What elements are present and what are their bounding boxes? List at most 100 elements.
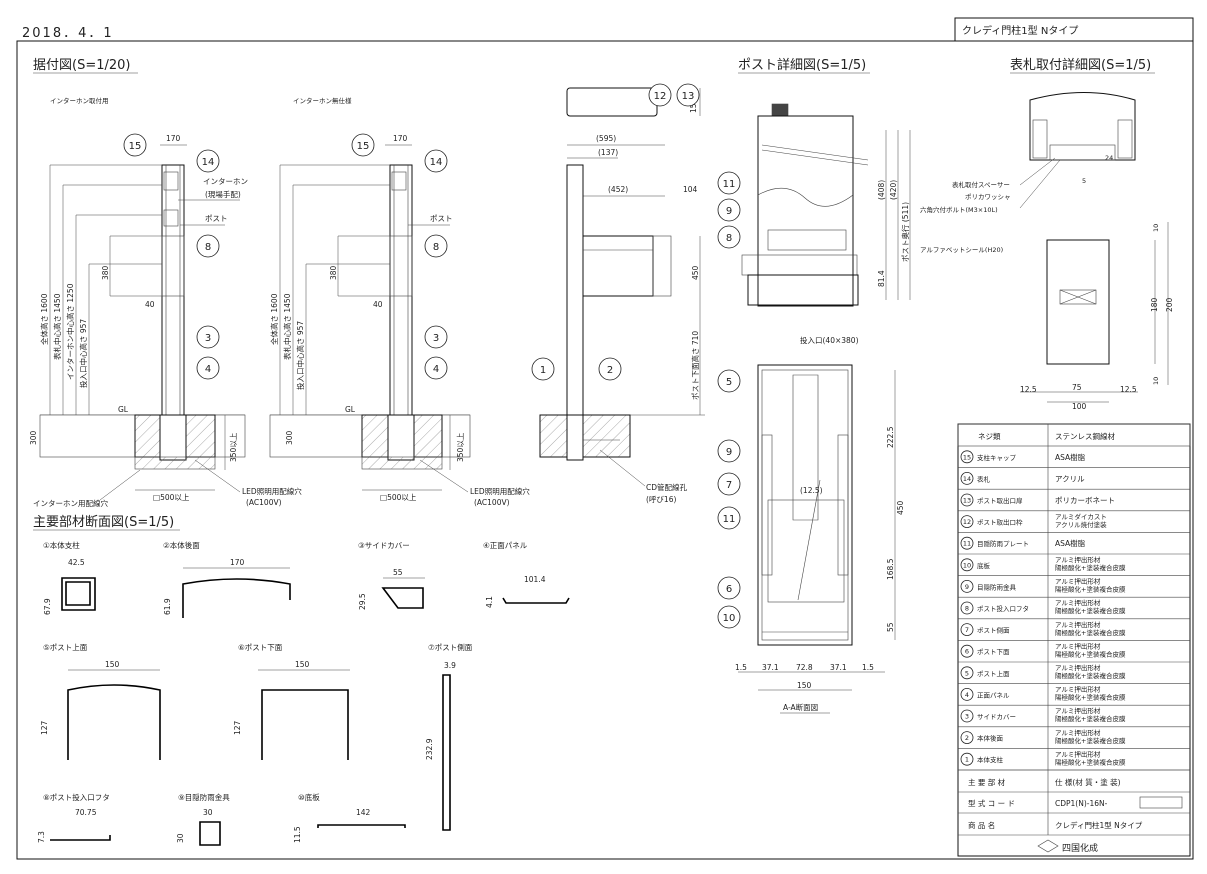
spec-row-part: 支柱キャップ [977,453,1017,462]
spec-row-spec: ASA樹脂 [1055,538,1086,548]
dim-1-5-b: 1.5 [862,663,874,672]
footer-model-code: 型 式 コ ー ド [968,798,1015,808]
post-detail-view: ポスト詳細図(S=1/5) (408) (420) ポスト奥行 (511) 81… [735,57,911,714]
spec-row-spec: アルミ押出形材 [1055,641,1101,650]
spec-row-part: 正面パネル [977,691,1010,699]
part8-h: 7.3 [37,831,46,843]
label-bolt: 六角穴付ボルト(M3×10L) [920,205,998,214]
spec-row-spec: 陽極酸化+塗装複合皮膜 [1055,628,1126,637]
part3-w: 55 [393,568,403,577]
product-title: クレディ門柱1型 Nタイプ [962,24,1078,37]
dim-150-side: 150 [689,98,698,113]
dim-10-bottom: 10 [1152,377,1160,385]
callout-circle [717,171,741,195]
spec-row-number: 11 [963,540,971,548]
spec-row-part: ポスト取出口扉 [977,496,1023,505]
dim-1450-mid: 表札中心高さ 1450 [282,293,292,360]
part8-label: ⑧ポスト投入口フタ [43,792,110,802]
dim-168-5: 168.5 [886,558,895,580]
dim-450-side: 450 [691,265,700,280]
spec-row-number: 5 [965,669,969,677]
spec-row-spec: ASA樹脂 [1055,452,1086,462]
label-intercom: インターホン [203,177,248,186]
callout-circle [351,133,375,157]
callout-number: 3 [433,333,439,344]
dim-200: 200 [1165,297,1174,312]
spec-row-spec: アルミ押出形材 [1055,598,1101,607]
part6-w: 150 [295,660,310,669]
spec-row-number-circle [960,471,974,485]
dim-104: 104 [683,185,698,194]
spec-row-number-circle [960,644,974,658]
dim-40-mid: 40 [373,300,383,309]
callout-number: 8 [205,242,211,253]
dim-137: (137) [598,148,618,157]
spec-header-part: ネジ類 [978,431,1001,441]
spec-row-number: 6 [965,648,969,656]
dim-350-left: 350以上 [229,432,238,462]
callout-circle [598,357,622,381]
dim-170-mid: 170 [393,134,408,143]
callout-number: 9 [726,447,732,458]
side-view-drawing: 150 (595) (137) (452) 104 450 ポスト下面高さ 71… [539,87,705,504]
gl-left: GL [118,405,129,414]
spec-row-part: ポスト上面 [977,669,1010,678]
callout-number: 6 [726,584,732,595]
dim-1250-left: インターホン中心高さ 1250 [65,283,75,380]
footer-maker: 四国化成 [1062,842,1098,854]
part6-label: ⑥ポスト下面 [238,643,283,652]
dim-12-5-post: (12.5) [800,486,823,495]
dim-150-post: 150 [797,681,812,690]
spec-row-spec: アルミ押出形材 [1055,706,1101,715]
spec-row-number-circle [960,688,974,701]
part3-label: ③サイドカバー [358,541,410,550]
callout-number: 3 [205,333,211,344]
callout-circle [196,356,220,380]
dim-72-8: 72.8 [796,663,813,672]
dim-300-mid: 300 [285,430,294,445]
dim-24: 24 [1105,154,1113,162]
spec-row-number: 2 [965,734,969,742]
callout-number: 8 [433,242,439,253]
spec-row-spec: アルミ押出形材 [1055,577,1101,586]
spec-header-spec: ステンレス鋼線材 [1055,431,1115,441]
callout-circle [676,83,700,107]
spec-row-part: ポスト下面 [977,648,1010,656]
dim-500-left: □500以上 [153,493,190,502]
callout-number: 7 [726,480,732,491]
footer-product-name-val: クレディ門柱1型 Nタイプ [1055,820,1143,830]
spec-row-number: 14 [963,475,971,483]
part10-h: 11.5 [293,826,302,843]
callout-circle [717,225,741,249]
dim-10-top: 10 [1152,224,1160,232]
spec-row-number: 8 [965,605,969,613]
spec-row-number-circle [960,536,974,550]
spec-row-part: 表札 [977,474,991,483]
callout-circle [196,325,220,349]
spec-row-spec: アルミ押出形材 [1055,620,1101,629]
callout-circle [424,325,448,349]
spec-row-spec: アルミ押出形材 [1055,685,1101,694]
spec-row-number-circle [960,709,974,723]
spec-row-part: ポスト投入口フタ [977,604,1029,613]
dim-222-5: 222.5 [886,426,895,448]
label-opening: 投入口(40×380) [800,335,859,345]
dim-380-mid: 380 [329,265,338,280]
label-led-left: LED照明用配線穴 [242,486,302,496]
part5-w: 150 [105,660,120,669]
callout-number: 13 [682,91,695,102]
part2-label: ②本体後面 [163,540,200,550]
label-washer: ポリカワッシャ [965,193,1011,201]
spec-row-spec: ポリカーボネート [1055,496,1115,505]
label-intercom-sub: (現場手配) [205,189,241,199]
label-led-mid: LED照明用配線穴 [470,486,530,496]
part4-h: 4.1 [485,596,494,608]
install-view-title: 据付図(S=1/20) [33,58,130,73]
part7-w: 3.9 [444,661,456,670]
dim-12-5-b: 12.5 [1120,385,1137,394]
dim-1-5-a: 1.5 [735,663,747,672]
